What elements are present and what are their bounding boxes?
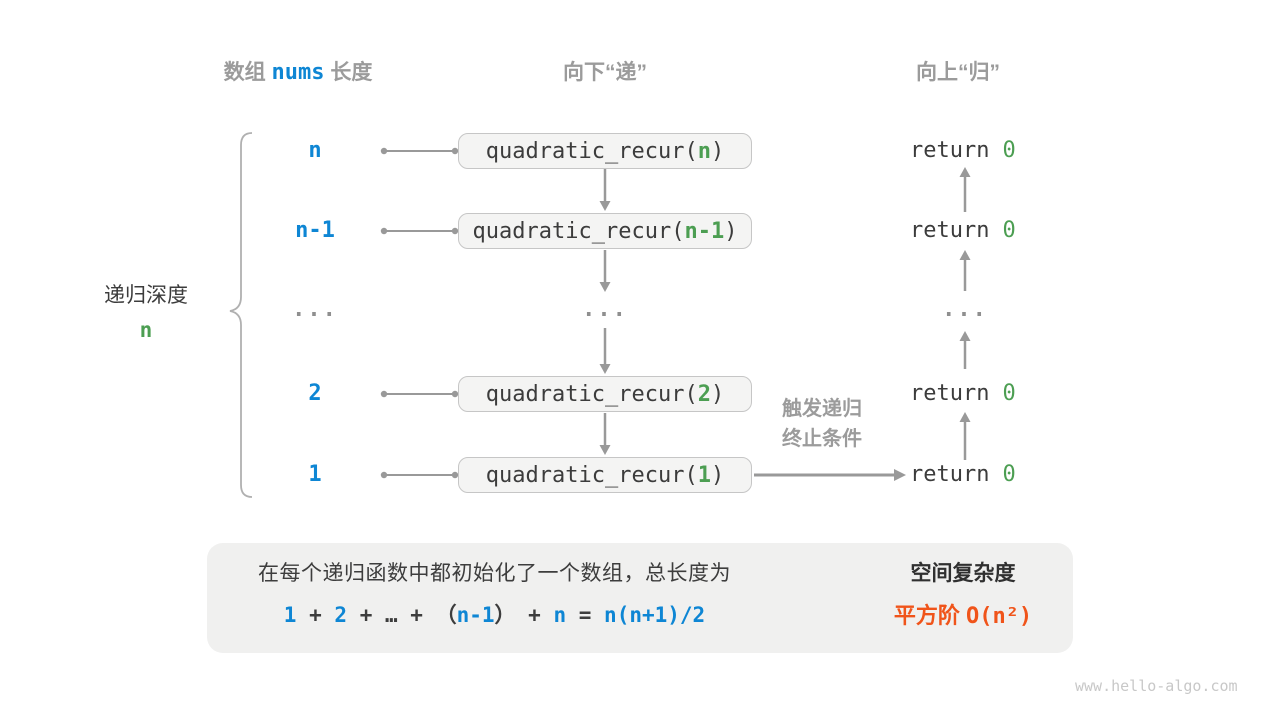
formula-token: n-1 bbox=[456, 603, 495, 627]
label-connector-2 bbox=[380, 390, 459, 398]
formula-token: + bbox=[515, 603, 554, 627]
call-arg: 2 bbox=[697, 382, 711, 407]
call-close: ) bbox=[710, 139, 725, 164]
formula-token: + bbox=[397, 603, 436, 627]
formula-token: ） bbox=[494, 603, 516, 627]
array-word: 数组 bbox=[223, 61, 266, 84]
call-arg: n bbox=[697, 139, 711, 164]
site-watermark: www.hello-algo.com bbox=[1075, 677, 1238, 695]
return-statement-n: return 0 bbox=[910, 133, 1070, 169]
return-statement-n-1: return 0 bbox=[910, 213, 1070, 249]
column-header-array-length: 数组 nums 长度 bbox=[178, 59, 418, 87]
return-keyword: return bbox=[910, 138, 990, 163]
recursion-depth-value: n bbox=[139, 318, 153, 342]
return-statement-2: return 0 bbox=[910, 376, 1070, 412]
formula-token: n bbox=[553, 603, 567, 627]
length-word: 长度 bbox=[330, 61, 373, 84]
summary-description: 在每个递归函数中都初始化了一个数组，总长度为 bbox=[258, 562, 731, 585]
return-value: 0 bbox=[1002, 462, 1016, 487]
formula-token: 1 bbox=[283, 603, 297, 627]
formula-token: （ bbox=[435, 603, 457, 627]
return-value: 0 bbox=[1002, 381, 1016, 406]
array-length-2: 2 bbox=[308, 381, 322, 406]
descend-arrow-1 bbox=[599, 169, 611, 211]
call-fn: quadratic_recur( bbox=[485, 382, 698, 407]
call-fn: quadratic_recur( bbox=[485, 463, 698, 488]
nums-code: nums bbox=[271, 60, 325, 85]
return-keyword: return bbox=[910, 218, 990, 243]
space-complexity-title: 空间复杂度 bbox=[910, 562, 1016, 585]
call-close: ) bbox=[710, 463, 725, 488]
call-box-n: quadratic_recur(n) bbox=[458, 133, 752, 169]
return-value: 0 bbox=[1002, 138, 1016, 163]
call-arg: n-1 bbox=[684, 219, 725, 244]
column-header-descend: 向下“递” bbox=[563, 61, 647, 84]
ascend-arrow-1 bbox=[959, 167, 971, 212]
return-statement-1: return 0 bbox=[910, 457, 1070, 493]
base-case-note-line2: 终止条件 bbox=[782, 428, 862, 450]
return-ellipsis: ... bbox=[942, 297, 988, 322]
ascend-arrow-3 bbox=[959, 331, 971, 369]
array-length-ellipsis: ... bbox=[292, 297, 338, 322]
recursion-depth-label: 递归深度 bbox=[104, 284, 188, 307]
descend-arrow-4 bbox=[599, 413, 611, 455]
call-fn: quadratic_recur( bbox=[472, 219, 685, 244]
array-length-1: 1 bbox=[308, 462, 322, 487]
formula-token: + bbox=[296, 603, 335, 627]
label-connector-1 bbox=[380, 471, 459, 479]
space-formula: 1 + 2 + … + （n-1） + n = n(n+1)/2 bbox=[207, 600, 782, 630]
call-ellipsis: ... bbox=[582, 297, 628, 322]
call-fn: quadratic_recur( bbox=[485, 139, 698, 164]
call-close: ) bbox=[710, 382, 725, 407]
return-keyword: return bbox=[910, 381, 990, 406]
summary-panel bbox=[207, 543, 1073, 653]
ascend-arrow-4 bbox=[959, 412, 971, 460]
call-close: ) bbox=[724, 219, 738, 244]
label-connector-n-1 bbox=[380, 227, 459, 235]
call-arg: 1 bbox=[697, 463, 711, 488]
base-case-note-line1: 触发递归 bbox=[782, 398, 862, 420]
formula-token: 2 bbox=[334, 603, 348, 627]
space-notation: O(n²) bbox=[965, 604, 1033, 629]
ascend-arrow-2 bbox=[959, 250, 971, 291]
label-connector-n bbox=[380, 147, 459, 155]
call-box-2: quadratic_recur(2) bbox=[458, 376, 752, 412]
descend-arrow-3 bbox=[599, 328, 611, 374]
base-case-note: 触发递归 终止条件 bbox=[752, 394, 892, 454]
return-keyword: return bbox=[910, 462, 990, 487]
array-length-n-1: n-1 bbox=[295, 218, 335, 243]
space-complexity-value: 平方阶 O(n²) bbox=[843, 601, 1083, 632]
formula-token: … bbox=[384, 603, 398, 627]
formula-token: = bbox=[566, 603, 605, 627]
space-order: 平方阶 bbox=[893, 603, 960, 628]
formula-token: + bbox=[347, 603, 385, 627]
descend-arrow-2 bbox=[599, 250, 611, 292]
base-case-arrow bbox=[754, 469, 906, 481]
return-value: 0 bbox=[1002, 218, 1016, 243]
array-length-n: n bbox=[308, 138, 322, 163]
column-header-ascend: 向上“归” bbox=[916, 61, 1000, 84]
call-box-n-1: quadratic_recur(n-1) bbox=[458, 213, 752, 249]
formula-token: n(n+1)/2 bbox=[604, 603, 706, 627]
call-box-1: quadratic_recur(1) bbox=[458, 457, 752, 493]
